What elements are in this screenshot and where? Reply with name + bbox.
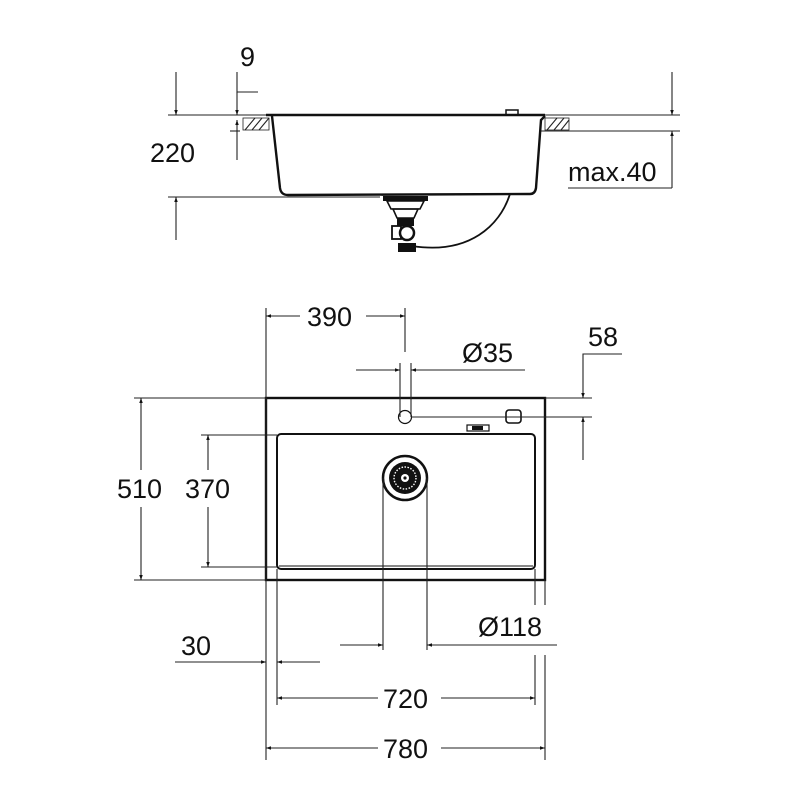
dim-tap-hole-from-edge: 58: [411, 322, 622, 460]
label-rim-thickness: 9: [240, 42, 255, 72]
drain-strainer: [381, 454, 429, 650]
sink-bowl-profile: [266, 109, 546, 197]
dim-tap-hole-offset: 390: [266, 302, 405, 332]
dim-rim-thickness: 9: [235, 42, 258, 160]
label-rim-margin: 30: [181, 631, 211, 661]
label-counter-thickness: max.40: [568, 157, 657, 187]
dim-bowl-depth-top: 370: [185, 434, 277, 568]
label-bowl-depth-side: 220: [150, 138, 195, 168]
dim-overall-width: 780: [266, 734, 545, 764]
drain-waste-fitting: [383, 196, 428, 252]
overflow-hose: [411, 193, 511, 249]
dim-drain-diameter: Ø118: [340, 612, 557, 647]
dim-bowl-depth-side: 220: [150, 72, 195, 240]
label-drain-diameter: Ø118: [478, 612, 542, 642]
side-view: 9 220 max.40: [150, 42, 680, 252]
label-bowl-depth-top: 370: [185, 474, 230, 504]
tap-hole: [397, 363, 413, 425]
countertop-hatch-right: [544, 117, 570, 131]
overflow-button: [505, 109, 519, 116]
label-tap-hole-from-edge: 58: [588, 322, 618, 352]
dim-bowl-width: 720: [277, 684, 535, 714]
overflow-slot: [466, 424, 490, 432]
label-bowl-width: 720: [383, 684, 428, 714]
label-tap-hole-diameter: Ø35: [462, 338, 513, 368]
dim-tap-hole-diameter: Ø35: [356, 338, 525, 372]
dim-counter-thickness: max.40: [568, 72, 674, 189]
label-overall-depth: 510: [117, 474, 162, 504]
label-tap-hole-offset: 390: [307, 302, 352, 332]
dim-overall-depth: 510: [117, 397, 266, 581]
label-overall-width: 780: [383, 734, 428, 764]
bowl-outline: [276, 433, 536, 570]
dim-rim-margin: 30: [175, 631, 320, 664]
top-view: 390 Ø35 58 510: [117, 302, 622, 764]
countertop-hatch-left: [242, 117, 270, 131]
